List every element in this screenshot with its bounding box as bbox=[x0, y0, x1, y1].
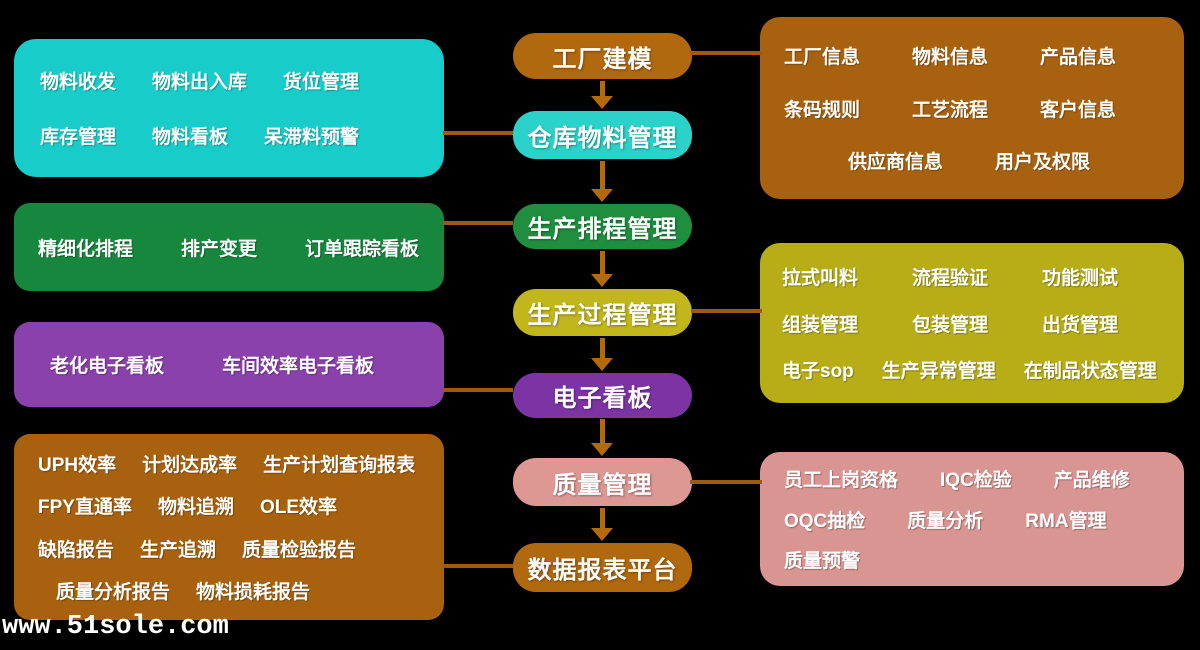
panel-report-features: UPH效率 计划达成率 生产计划查询报表 FPY直通率 物料追溯 OLE效率 缺… bbox=[14, 434, 444, 620]
feature-item: 物料追溯 bbox=[157, 497, 234, 519]
feature-item: 组装管理 bbox=[782, 314, 859, 336]
feature-item: 物料看板 bbox=[152, 127, 229, 148]
feature-item: 生产异常管理 bbox=[881, 361, 996, 383]
down-arrow-icon bbox=[591, 161, 613, 202]
down-arrow-icon bbox=[591, 251, 613, 287]
feature-item: 呆滞料预警 bbox=[264, 127, 360, 148]
feature-item: 电子sop bbox=[782, 361, 854, 383]
site-watermark: www.51sole.com bbox=[2, 612, 229, 642]
feature-item: 质量预警 bbox=[784, 550, 861, 572]
feature-item: 精细化排程 bbox=[38, 238, 134, 260]
panel-process-features: 拉式叫料 流程验证 功能测试 组装管理 包装管理 出货管理 电子sop 生产异常… bbox=[760, 243, 1184, 403]
feature-row: 组装管理 包装管理 出货管理 bbox=[760, 310, 1184, 337]
panel-scheduling-features: 精细化排程 排产变更 订单跟踪看板 bbox=[14, 203, 444, 291]
down-arrow-icon bbox=[591, 419, 613, 456]
feature-row: 条码规则 工艺流程 客户信息 bbox=[760, 95, 1184, 122]
feature-row: 质量分析报告 物料损耗报告 bbox=[14, 577, 444, 604]
feature-item: OLE效率 bbox=[259, 497, 338, 519]
flow-node-electronic-kanban: 电子看板 bbox=[513, 373, 692, 418]
feature-item: UPH效率 bbox=[38, 454, 117, 476]
feature-item: 流程验证 bbox=[912, 267, 989, 289]
feature-item: 产品维修 bbox=[1053, 470, 1130, 492]
flow-node-data-report-platform: 数据报表平台 bbox=[513, 543, 692, 592]
feature-row: 缺陷报告 生产追溯 质量检验报告 bbox=[14, 535, 444, 562]
feature-item: IQC检验 bbox=[940, 470, 1012, 492]
feature-item: 员工上岗资格 bbox=[784, 470, 899, 492]
panel-modeling-features: 工厂信息 物料信息 产品信息 条码规则 工艺流程 客户信息 供应商信息 用户及权… bbox=[760, 17, 1184, 199]
feature-item: 货位管理 bbox=[283, 72, 360, 93]
feature-row: 工厂信息 物料信息 产品信息 bbox=[760, 42, 1184, 69]
feature-item: 质量分析 bbox=[907, 510, 984, 532]
feature-item: 生产计划查询报表 bbox=[263, 454, 416, 476]
feature-item: 生产追溯 bbox=[140, 539, 217, 561]
feature-item: 工艺流程 bbox=[912, 99, 989, 121]
feature-item: 条码规则 bbox=[784, 99, 861, 121]
feature-row: OQC抽检 质量分析 RMA管理 bbox=[760, 506, 1184, 533]
feature-item: 物料出入库 bbox=[152, 72, 248, 93]
feature-item: 客户信息 bbox=[1040, 99, 1117, 121]
flow-node-label: 数据报表平台 bbox=[527, 557, 678, 584]
connector-line bbox=[443, 388, 513, 392]
flow-node-factory-modeling: 工厂建模 bbox=[513, 33, 692, 79]
feature-row: 老化电子看板 车间效率电子看板 bbox=[14, 351, 444, 378]
feature-row: 精细化排程 排产变更 订单跟踪看板 bbox=[14, 234, 444, 261]
feature-row: 质量预警 bbox=[760, 546, 1184, 573]
feature-row: 员工上岗资格 IQC检验 产品维修 bbox=[760, 465, 1184, 492]
panel-kanban-features: 老化电子看板 车间效率电子看板 bbox=[14, 322, 444, 407]
feature-item: 用户及权限 bbox=[995, 151, 1091, 173]
flow-node-warehouse-material-mgmt: 仓库物料管理 bbox=[513, 111, 692, 159]
panel-quality-features: 员工上岗资格 IQC检验 产品维修 OQC抽检 质量分析 RMA管理 质量预警 bbox=[760, 452, 1184, 586]
feature-item: 质量分析报告 bbox=[56, 582, 171, 604]
flow-node-label: 电子看板 bbox=[552, 385, 653, 412]
feature-row: FPY直通率 物料追溯 OLE效率 bbox=[14, 492, 444, 519]
feature-item: 功能测试 bbox=[1042, 267, 1119, 289]
feature-item: 排产变更 bbox=[181, 238, 258, 260]
flow-node-label: 生产过程管理 bbox=[527, 302, 678, 329]
feature-item: 产品信息 bbox=[1040, 47, 1117, 69]
feature-item: FPY直通率 bbox=[38, 497, 132, 519]
panel-warehouse-features: 物料收发 物料出入库 货位管理 库存管理 物料看板 呆滞料预警 bbox=[14, 39, 444, 177]
feature-item: 质量检验报告 bbox=[242, 539, 357, 561]
feature-item: 拉式叫料 bbox=[782, 267, 859, 289]
flow-node-label: 生产排程管理 bbox=[527, 216, 678, 243]
flow-node-production-process-mgmt: 生产过程管理 bbox=[513, 289, 692, 336]
feature-item: 包装管理 bbox=[912, 314, 989, 336]
flow-node-production-scheduling-mgmt: 生产排程管理 bbox=[513, 204, 692, 249]
feature-row: UPH效率 计划达成率 生产计划查询报表 bbox=[14, 450, 444, 477]
connector-line bbox=[443, 221, 513, 225]
feature-item: 缺陷报告 bbox=[38, 539, 115, 561]
connector-line bbox=[690, 480, 762, 484]
feature-item: RMA管理 bbox=[1025, 510, 1107, 532]
feature-item: 物料收发 bbox=[40, 72, 117, 93]
flow-node-label: 质量管理 bbox=[552, 471, 653, 499]
feature-row: 物料收发 物料出入库 货位管理 bbox=[14, 67, 444, 94]
connector-line bbox=[690, 51, 762, 55]
feature-item: 在制品状态管理 bbox=[1023, 361, 1157, 383]
feature-item: 工厂信息 bbox=[784, 47, 861, 69]
feature-item: 物料损耗报告 bbox=[196, 582, 311, 604]
feature-item: OQC抽检 bbox=[784, 510, 866, 532]
flow-node-label: 工厂建模 bbox=[552, 45, 653, 73]
flow-node-label: 仓库物料管理 bbox=[527, 124, 678, 152]
feature-row: 库存管理 物料看板 呆滞料预警 bbox=[14, 122, 444, 149]
down-arrow-icon bbox=[591, 81, 613, 109]
feature-item: 物料信息 bbox=[912, 47, 989, 69]
feature-row: 供应商信息 用户及权限 bbox=[760, 147, 1184, 174]
connector-line bbox=[443, 131, 513, 135]
connector-line bbox=[691, 309, 762, 313]
down-arrow-icon bbox=[591, 338, 613, 371]
feature-item: 出货管理 bbox=[1042, 314, 1119, 336]
down-arrow-icon bbox=[591, 508, 613, 541]
feature-item: 老化电子看板 bbox=[50, 356, 165, 377]
flow-node-quality-mgmt: 质量管理 bbox=[513, 458, 692, 506]
connector-line bbox=[443, 564, 513, 568]
feature-row: 电子sop 生产异常管理 在制品状态管理 bbox=[760, 356, 1184, 383]
feature-item: 计划达成率 bbox=[142, 454, 238, 476]
feature-item: 供应商信息 bbox=[848, 151, 944, 173]
feature-item: 订单跟踪看板 bbox=[305, 238, 420, 260]
feature-row: 拉式叫料 流程验证 功能测试 bbox=[760, 263, 1184, 290]
feature-item: 库存管理 bbox=[40, 127, 117, 148]
feature-item: 车间效率电子看板 bbox=[222, 356, 375, 377]
